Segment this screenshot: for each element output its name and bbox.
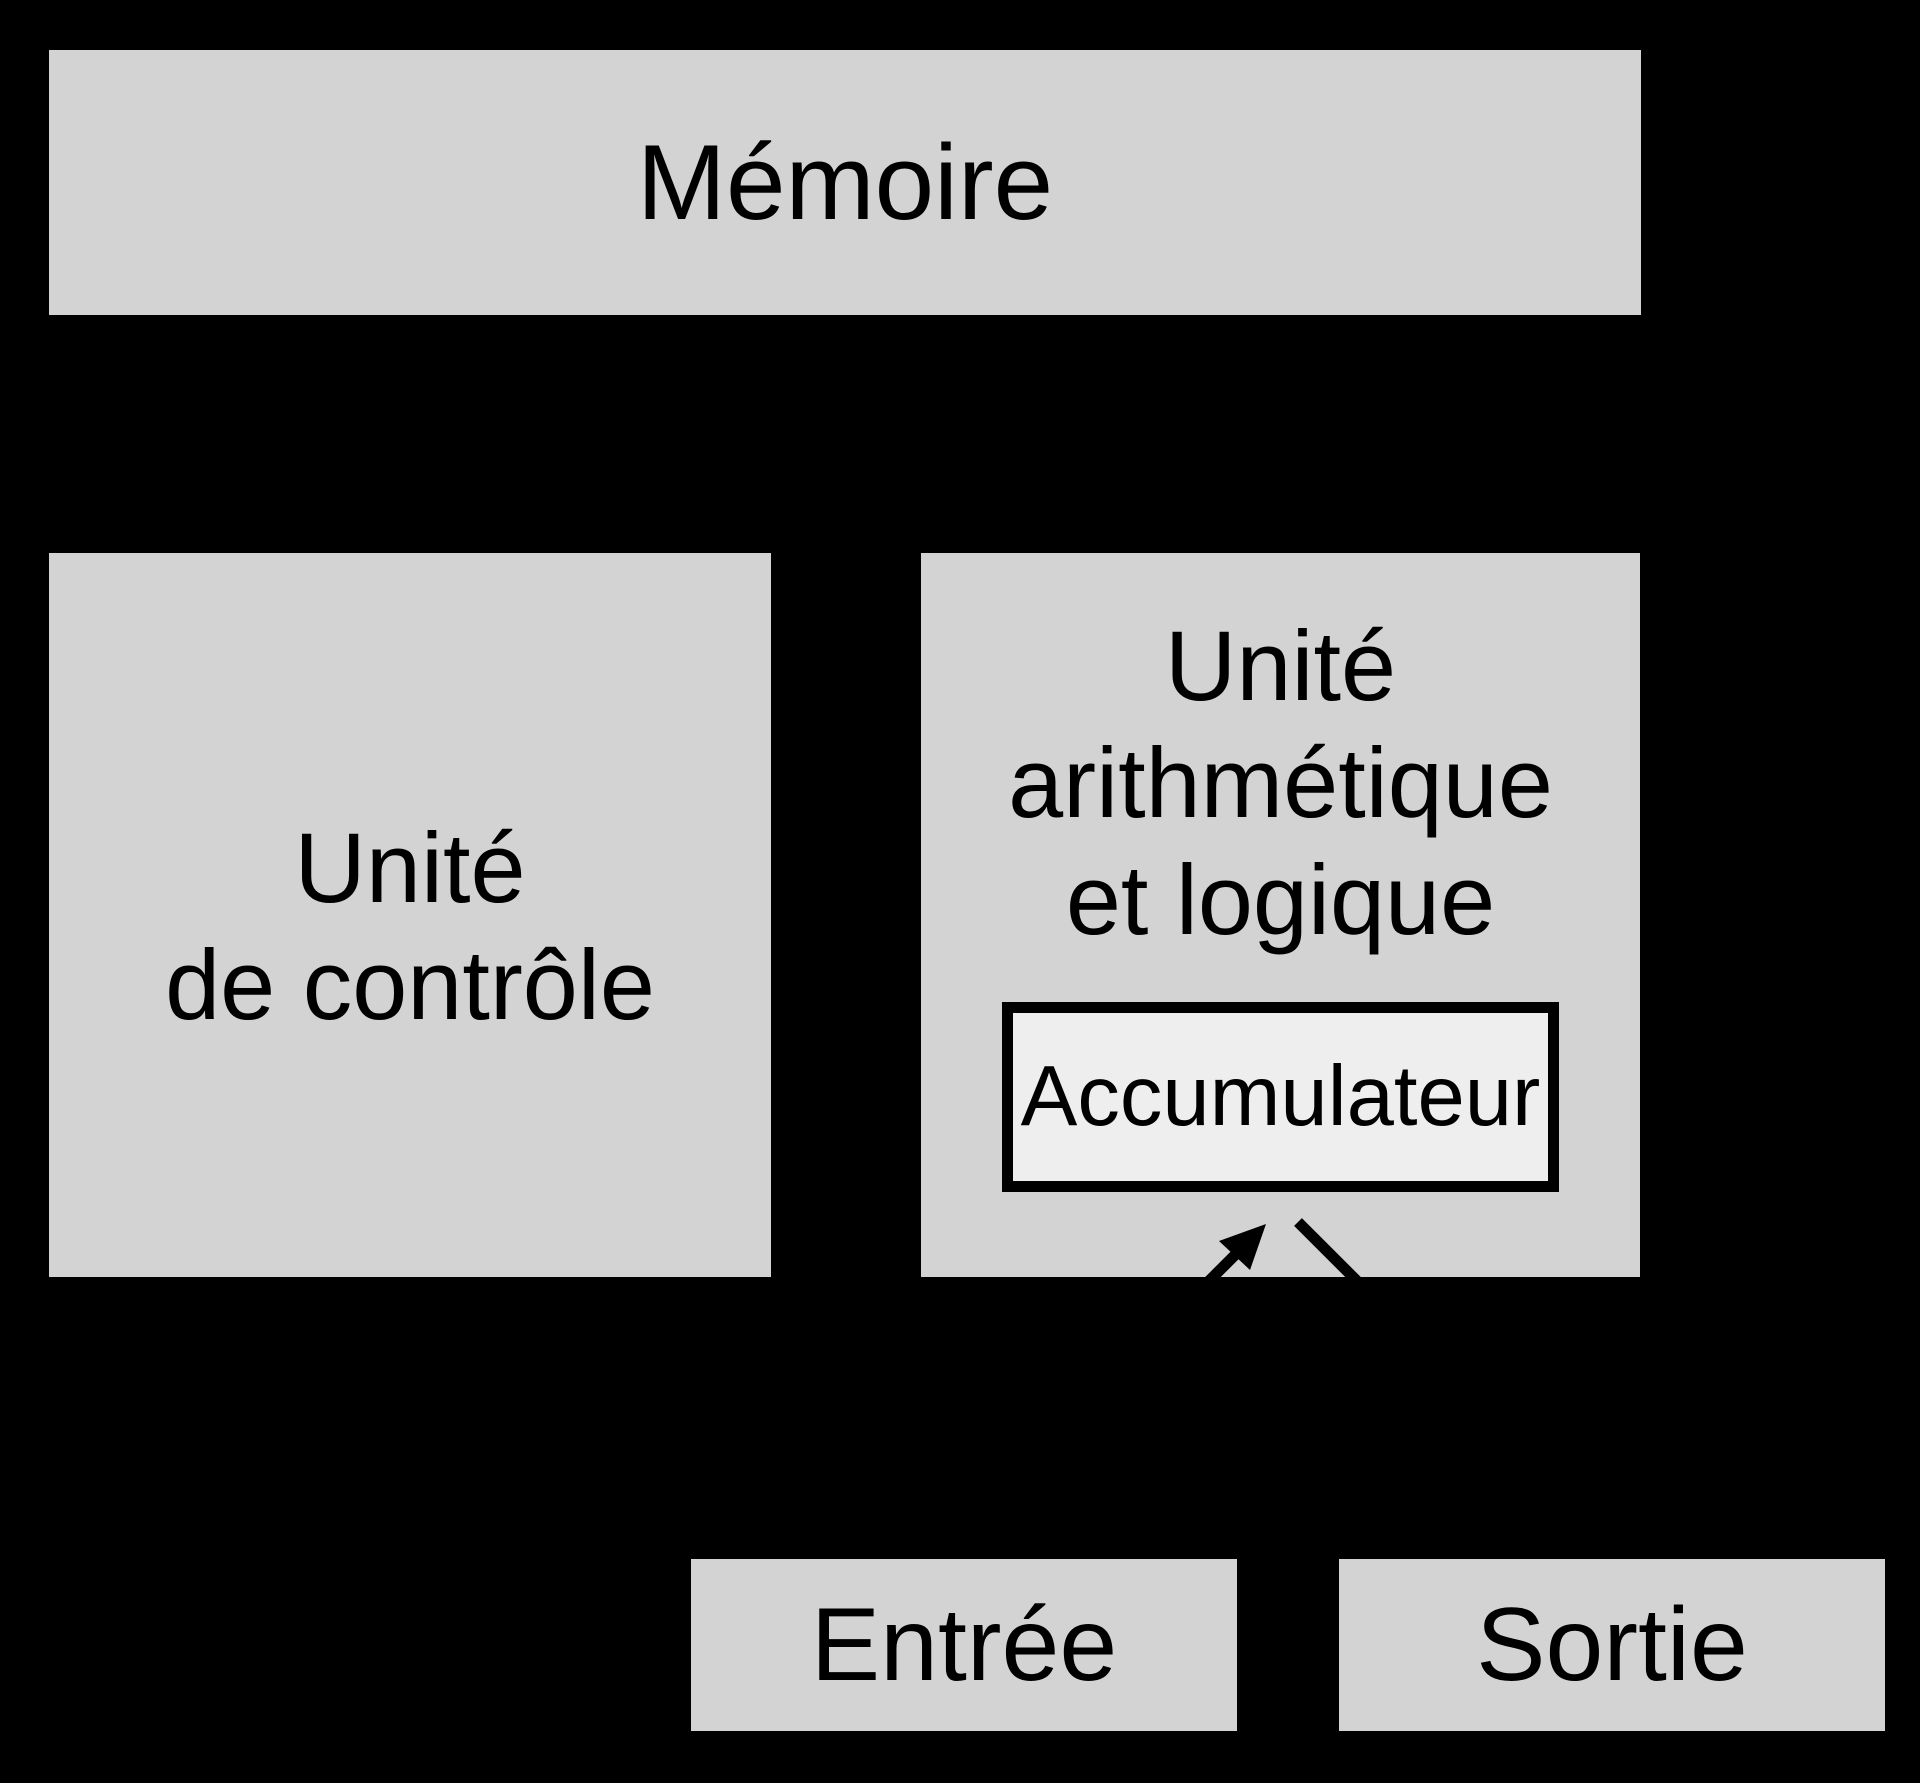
control-unit-label: Unité de contrôle [165, 812, 655, 1040]
output-box: Sortie [1339, 1559, 1885, 1731]
accumulator-label: Accumulateur [1020, 1048, 1541, 1144]
memory-box: Mémoire [49, 50, 1641, 315]
input-label: Entrée [810, 1586, 1118, 1703]
output-label: Sortie [1476, 1586, 1748, 1703]
control-unit-box: Unité de contrôle [49, 553, 771, 1277]
accumulator-box: Accumulateur [1002, 1002, 1559, 1192]
memory-label: Mémoire [636, 122, 1054, 243]
input-box: Entrée [691, 1559, 1237, 1731]
alu-box: Unité arithmétique et logique Accumulate… [921, 553, 1640, 1277]
alu-label: Unité arithmétique et logique [1008, 610, 1553, 955]
